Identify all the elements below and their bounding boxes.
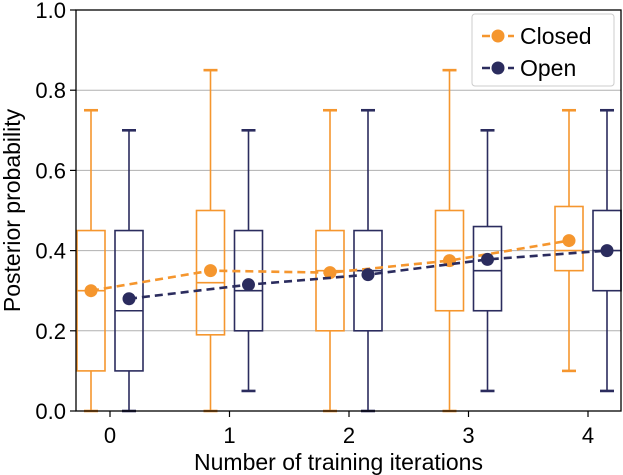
box-body-closed-2	[315, 229, 345, 332]
x-axis-label: Number of training iterations	[194, 449, 483, 475]
box-series-closed	[76, 68, 584, 413]
box-body-closed-0	[76, 229, 106, 372]
box-open-0	[114, 129, 144, 413]
y-axis-label: Posterior probability	[0, 108, 25, 312]
y-tick-label-0: 0.0	[35, 399, 66, 424]
mean-point-open-0	[122, 292, 136, 306]
y-tick-label-3: 0.6	[35, 158, 66, 183]
x-tick-label-1: 1	[223, 423, 235, 448]
x-tick-label-2: 2	[343, 423, 355, 448]
x-tick-label-3: 3	[462, 423, 474, 448]
x-tick-label-4: 4	[582, 423, 594, 448]
y-tick-label-2: 0.4	[35, 239, 66, 264]
mean-point-open-2	[361, 268, 375, 282]
mean-point-open-4	[600, 244, 614, 258]
legend-open-marker	[491, 61, 505, 75]
mean-point-closed-2	[323, 266, 337, 280]
box-body-open-2	[353, 229, 383, 332]
mean-point-closed-4	[562, 234, 576, 248]
y-tick-label-4: 0.8	[35, 78, 66, 103]
box-closed-2	[315, 108, 345, 413]
y-tick-label-1: 0.2	[35, 319, 66, 344]
legend-closed-marker	[491, 29, 505, 43]
box-series-open	[114, 108, 622, 413]
box-closed-1	[195, 68, 226, 413]
box-closed-4	[554, 108, 584, 373]
mean-lines-layer	[84, 234, 614, 306]
box-body-open-1	[233, 229, 264, 332]
mean-point-open-3	[481, 252, 494, 266]
box-closed-0	[76, 108, 106, 413]
legend-entry-open: Open	[482, 55, 576, 81]
box-open-1	[233, 129, 264, 393]
mean-point-closed-1	[204, 264, 217, 278]
box-open-2	[353, 108, 383, 413]
box-series-layer	[76, 68, 622, 413]
mean-line-closed	[90, 239, 570, 292]
legend-closed-label: Closed	[520, 23, 592, 49]
legend-frame	[471, 13, 615, 87]
y-tick-label-5: 1.0	[35, 0, 66, 23]
box-body-open-3	[472, 225, 503, 312]
axis-ticks: 0.0 0.2 0.4 0.6 0.8 1.0 0 1 2 3 4	[35, 0, 594, 448]
x-tick-label-0: 0	[104, 423, 116, 448]
mean-point-closed-0	[84, 284, 98, 298]
box-body-closed-3	[434, 209, 465, 312]
legend: Closed Open	[471, 13, 615, 87]
box-open-3	[472, 129, 503, 393]
legend-entry-closed: Closed	[482, 23, 592, 49]
legend-open-label: Open	[520, 55, 576, 81]
mean-point-open-1	[242, 278, 255, 292]
box-body-open-0	[114, 229, 144, 372]
box-body-closed-4	[554, 205, 584, 272]
box-closed-3	[434, 68, 465, 413]
